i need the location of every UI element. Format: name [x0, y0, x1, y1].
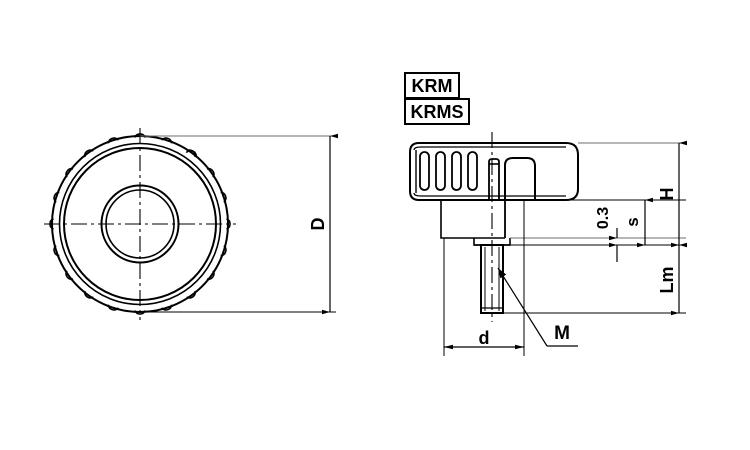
part-tag-krms[interactable]: KRMS [404, 98, 470, 125]
part-tag-krm[interactable]: KRM [404, 72, 460, 99]
side-view-group [409, 132, 579, 322]
dimension-0-3-label: 0.3 [595, 202, 616, 234]
part-tag-krms-label: KRMS [410, 101, 464, 122]
leader-M-label: M [548, 324, 576, 346]
leader-M-label-text: M [554, 323, 570, 344]
dimension-H-label: H [657, 183, 678, 205]
dimension-D-group [140, 133, 338, 315]
knob-skirt-outline [440, 200, 474, 239]
dimension-s-label-text: s [623, 217, 642, 227]
grip-slot [419, 151, 430, 191]
knob-head-top-inner-line [413, 146, 566, 151]
knob-grip-slots [419, 151, 478, 191]
grip-slot [467, 151, 478, 191]
grip-slot [451, 151, 462, 191]
dimension-extension-lines [503, 142, 686, 314]
dimension-d-label-text: d [478, 328, 490, 348]
leader-M-group [497, 267, 578, 347]
front-view-group [44, 128, 236, 320]
knob-head-bottom-inner-line [413, 192, 566, 197]
dimension-H-label-text: H [657, 187, 677, 201]
knob-head-outline [409, 142, 579, 201]
dimension-s-label: s [623, 212, 644, 232]
dimension-D-label-text: D [308, 217, 328, 231]
dimension-Lm-label-text: Lm [657, 266, 677, 294]
knob-hub-section-outline [504, 157, 536, 200]
part-tag-krm-label: KRM [411, 75, 453, 96]
dimension-d-group [443, 200, 525, 356]
dimension-D-label: D [308, 213, 329, 235]
dimension-0-3-label-text: 0.3 [595, 206, 612, 230]
grip-slot [435, 151, 446, 191]
dimension-Lm-label: Lm [657, 262, 678, 298]
leader-M-line [497, 267, 548, 347]
knob-inner-boss-outline [488, 158, 500, 201]
dimension-d-label: d [474, 329, 494, 349]
